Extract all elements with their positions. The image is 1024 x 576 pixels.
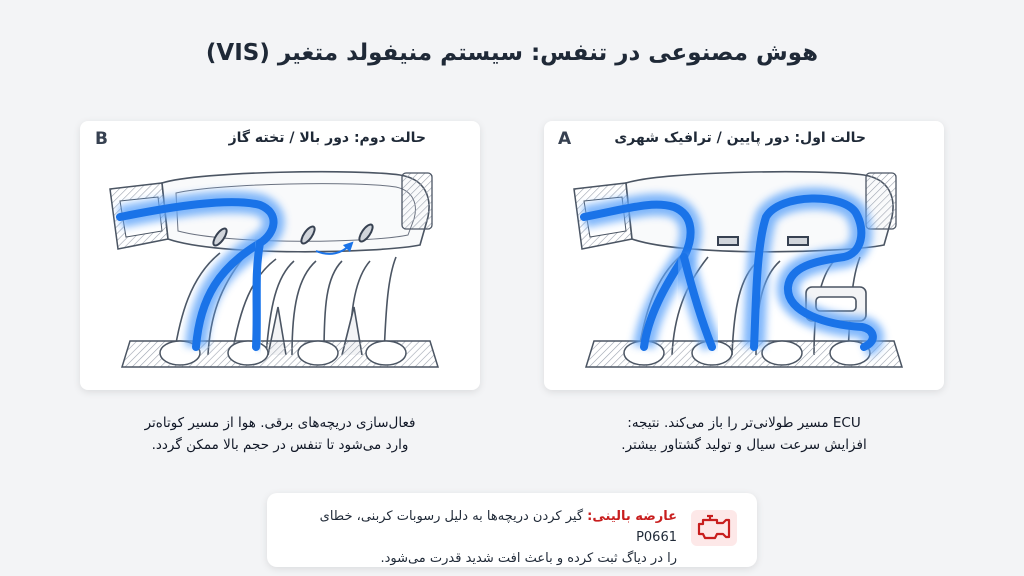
page-title: هوش مصنوعی در تنفس: سیستم منیفولد متغیر … [205, 40, 819, 66]
panel-b-caption-line2: وارد می‌شود تا تنفس در حجم بالا ممکن گرد… [151, 437, 409, 453]
panel-b-caption-line1: فعال‌سازی دریچه‌های برقی. هوا از مسیر کو… [144, 415, 416, 431]
panel-b-caption: فعال‌سازی دریچه‌های برقی. هوا از مسیر کو… [80, 412, 480, 456]
panel-b-letter: B [95, 129, 108, 149]
panel-a-letter: A [558, 129, 572, 149]
warning-text: عارضه بالینی: گیر کردن دریچه‌ها به دلیل … [287, 506, 677, 569]
warning-line2: را در دیاگ ثبت کرده و باعث افت شدید قدرت… [380, 551, 677, 566]
panel-a-low-rpm: A حالت اول: دور پایین / ترافیک شهری [544, 121, 944, 390]
warning-label: عارضه بالینی: [587, 509, 677, 524]
check-engine-icon [691, 510, 737, 550]
panel-a-caption-line2: افزایش سرعت سیال و تولید گشتاور بیشتر. [621, 437, 867, 453]
cylinder-head-flange [120, 340, 440, 368]
panel-a-caption-line1: ECU مسیر طولانی‌تر را باز می‌کند. نتیجه: [627, 415, 861, 431]
panel-b-heading: حالت دوم: دور بالا / تخته گاز [228, 130, 426, 146]
intake-manifold-diagram-long-runner [573, 170, 904, 368]
closed-flap-valves [717, 236, 809, 246]
panel-a-caption: ECU مسیر طولانی‌تر را باز می‌کند. نتیجه:… [544, 412, 944, 456]
warning-line1: گیر کردن دریچه‌ها به دلیل رسوبات کربنی، … [319, 509, 677, 545]
intake-manifold-diagram-short-runner [109, 170, 440, 368]
clinical-warning-box: عارضه بالینی: گیر کردن دریچه‌ها به دلیل … [267, 493, 757, 567]
panel-b-high-rpm: B حالت دوم: دور بالا / تخته گاز [80, 121, 480, 390]
airflow-long-path [580, 187, 884, 358]
open-flap-valves [212, 223, 374, 247]
airflow-short-path [116, 191, 354, 351]
panel-a-heading: حالت اول: دور پایین / ترافیک شهری [614, 130, 866, 146]
